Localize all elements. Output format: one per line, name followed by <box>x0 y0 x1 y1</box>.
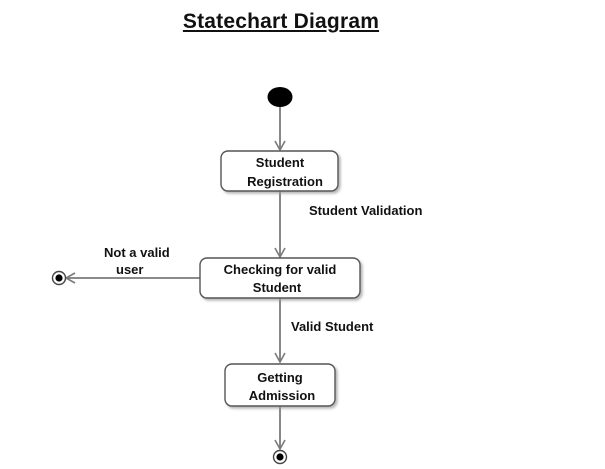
state-getting-admission: Getting Admission <box>224 363 336 407</box>
transition-label-student-validation: Student Validation <box>309 203 422 218</box>
state-label: Checking for valid <box>224 262 337 277</box>
final-node-invalid <box>51 270 67 286</box>
final-node-admission <box>272 449 288 465</box>
state-label: Student <box>256 155 305 170</box>
initial-node <box>267 87 293 107</box>
state-label: Admission <box>249 388 316 403</box>
state-label: Getting <box>257 370 303 385</box>
transition-label-not-valid-user: user <box>116 262 143 277</box>
state-checking-valid-student: Checking for valid Student <box>199 257 361 299</box>
diagram-title: Statechart Diagram <box>182 10 380 33</box>
state-label: Student <box>253 280 302 295</box>
transition-label-not-valid-user: Not a valid <box>104 245 170 260</box>
state-label: Registration <box>247 174 323 189</box>
transition-label-valid-student: Valid Student <box>291 319 374 334</box>
state-student-registration: Student Registration <box>220 150 339 192</box>
